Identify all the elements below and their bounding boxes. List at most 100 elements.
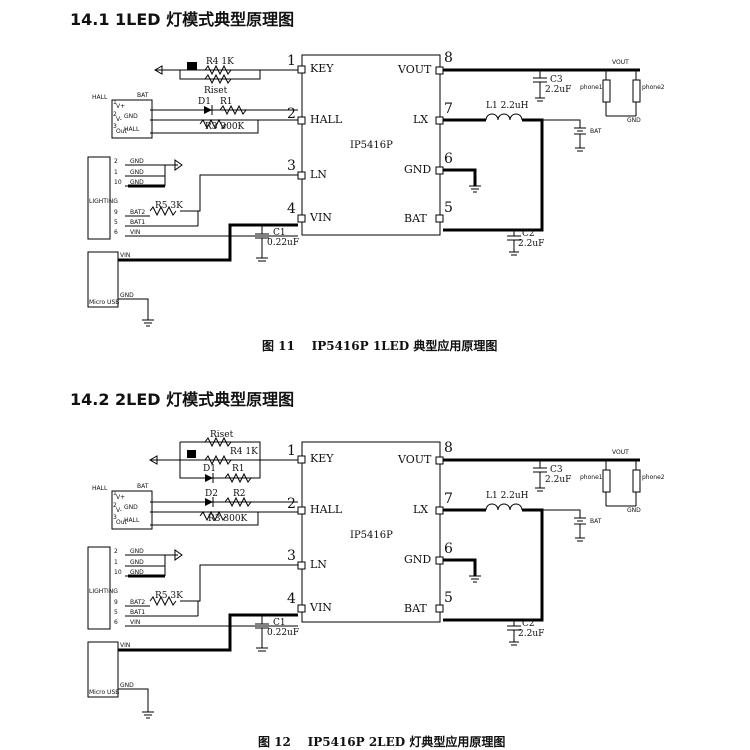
svg-text:BAT1: BAT1 (130, 219, 145, 226)
svg-text:C1: C1 (273, 228, 286, 238)
pin-lx: 7 LX (413, 101, 453, 126)
svg-text:2: 2 (113, 502, 117, 509)
svg-text:GND: GND (124, 504, 138, 511)
svg-text:2.2uF: 2.2uF (545, 475, 571, 485)
svg-text:5: 5 (444, 590, 453, 606)
svg-text:phone1: phone1 (580, 474, 603, 481)
svg-text:3: 3 (287, 158, 296, 174)
vout-network: C3 2.2uF VOUT phone1 phone2 GND (443, 59, 665, 124)
svg-text:5: 5 (114, 609, 118, 616)
d2-label: D2 (205, 489, 218, 499)
micro-usb: Micro USB VIN GND (87, 613, 298, 719)
svg-text:1: 1 (114, 169, 118, 176)
key-network: Riset R4 1K D1 R1 (148, 430, 298, 484)
svg-text:4: 4 (287, 591, 296, 607)
svg-text:HALL: HALL (310, 113, 343, 126)
figure-caption-12: 图 12 IP5416P 2LED 灯典型应用原理图 (258, 735, 506, 749)
svg-text:GND: GND (627, 117, 641, 124)
svg-text:1: 1 (287, 443, 296, 459)
svg-text:LIGHTING: LIGHTING (89, 198, 118, 205)
section-title-2led: 14.2 2LED 灯模式典型原理图 (70, 390, 295, 409)
svg-text:7: 7 (444, 101, 453, 117)
pin-gnd: 6 GND (404, 541, 453, 566)
svg-text:phone1: phone1 (580, 84, 603, 91)
svg-text:KEY: KEY (310, 62, 334, 75)
r1-label: R1 (232, 464, 245, 474)
svg-text:BAT: BAT (590, 518, 602, 525)
svg-text:7: 7 (444, 491, 453, 507)
riset-label: Riset (204, 86, 228, 96)
svg-text:Out: Out (116, 519, 128, 526)
svg-text:6: 6 (114, 619, 118, 626)
svg-text:BAT2: BAT2 (130, 209, 145, 216)
c2-capacitor: C2 2.2uF (507, 229, 544, 256)
svg-text:1: 1 (113, 99, 117, 106)
svg-text:GND: GND (404, 553, 431, 566)
svg-text:phone2: phone2 (642, 84, 665, 91)
ic-name: IP5416P (350, 140, 393, 151)
svg-text:9: 9 (114, 599, 118, 606)
svg-text:0.22uF: 0.22uF (267, 238, 299, 248)
svg-text:GND: GND (120, 292, 134, 299)
svg-text:VIN: VIN (120, 642, 130, 649)
c2-capacitor: C2 2.2uF (507, 619, 544, 646)
svg-text:Micro USB: Micro USB (89, 689, 119, 696)
svg-text:BAT2: BAT2 (130, 599, 145, 606)
svg-text:2.2uF: 2.2uF (545, 85, 571, 95)
svg-text:VOUT: VOUT (612, 449, 629, 456)
svg-text:5: 5 (444, 200, 453, 216)
svg-text:5: 5 (114, 219, 118, 226)
svg-text:GND: GND (130, 548, 144, 555)
r1-label: R1 (220, 97, 233, 107)
svg-text:BAT: BAT (590, 128, 602, 135)
d1-label: D1 (198, 97, 211, 107)
pin-key: 1 KEY (287, 53, 334, 75)
svg-text:2: 2 (114, 158, 118, 165)
svg-text:BAT: BAT (137, 483, 149, 490)
svg-text:C3: C3 (550, 75, 563, 85)
svg-text:GND: GND (130, 559, 144, 566)
c1-capacitor: C1 0.22uF (255, 615, 299, 652)
pin-bat: 5 BAT (404, 590, 453, 615)
svg-text:LX: LX (413, 113, 428, 126)
svg-text:3: 3 (287, 548, 296, 564)
svg-text:6: 6 (114, 229, 118, 236)
svg-text:phone2: phone2 (642, 474, 665, 481)
lx-network: L1 2.2uH BAT (443, 491, 602, 622)
svg-text:VIN: VIN (309, 601, 332, 614)
svg-text:GND: GND (120, 682, 134, 689)
svg-text:LIGHTING: LIGHTING (89, 588, 118, 595)
r5-label: R5 3K (155, 591, 183, 601)
lighting-connector: LIGHTING 2 1 10 9 5 6 GND GND GND BAT2 B… (87, 546, 298, 630)
lx-network: L1 2.2uH BAT (443, 101, 602, 232)
svg-text:0.22uF: 0.22uF (267, 628, 299, 638)
pin-ln: 3 LN (287, 158, 327, 181)
vout-network: C3 2.2uF VOUT phone1 phone2 GND (443, 449, 665, 514)
micro-usb: Micro USB VIN GND (87, 223, 298, 327)
pin-hall: 2 HALL (287, 496, 343, 516)
svg-text:8: 8 (444, 50, 453, 66)
pin-bat: 5 BAT (404, 200, 453, 225)
svg-text:3: 3 (113, 123, 117, 130)
pin-vin: 4 VIN (287, 591, 332, 614)
svg-text:BAT1: BAT1 (130, 609, 145, 616)
svg-text:GND: GND (130, 179, 144, 186)
svg-text:V-: V- (116, 116, 122, 123)
svg-text:C2: C2 (522, 619, 535, 629)
svg-text:Out: Out (116, 128, 128, 135)
hall-sensor: HALL V+ V- Out 1 2 3 BAT GND HALL (92, 483, 153, 530)
r5-label: R5 3K (155, 201, 183, 211)
led-d2-icon (205, 498, 213, 506)
svg-text:6: 6 (444, 151, 453, 167)
svg-text:8: 8 (444, 440, 453, 456)
svg-text:HALL: HALL (92, 94, 108, 101)
svg-text:VIN: VIN (130, 229, 140, 236)
svg-text:GND: GND (130, 569, 144, 576)
led-d1-icon (204, 106, 212, 114)
svg-text:BAT: BAT (404, 602, 427, 615)
svg-text:9: 9 (114, 209, 118, 216)
led-hall-network: D2 R2 R3 300K (150, 489, 298, 526)
section-title-1led: 14.1 1LED 灯模式典型原理图 (70, 10, 295, 29)
svg-text:Micro USB: Micro USB (89, 299, 119, 306)
pin-ln: 3 LN (287, 548, 327, 571)
